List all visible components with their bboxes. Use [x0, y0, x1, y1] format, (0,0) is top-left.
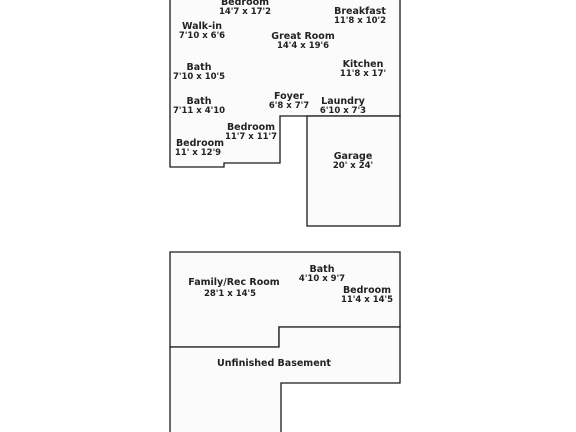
room-label-bedroom-3: Bedroom 11' x 12'9 [175, 138, 224, 158]
room-label-bedroom-primary: Bedroom 14'7 x 17'2 [219, 0, 271, 17]
room-label-family-rec: Family/Rec Room 28'1 x 14'5 [188, 277, 279, 299]
room-label-bedroom-lower: Bedroom 11'4 x 14'5 [341, 285, 393, 305]
room-name: Laundry [321, 96, 365, 107]
room-dimensions: 4'10 x 9'7 [299, 274, 345, 284]
room-name: Bedroom [343, 285, 391, 296]
room-label-bedroom-2: Bedroom 11'7 x 11'7 [225, 122, 277, 142]
room-dimensions: 6'10 x 7'3 [320, 106, 366, 116]
room-name: Breakfast [334, 6, 386, 17]
room-name: Bath [187, 62, 212, 73]
room-label-bath-2: Bath 7'11 x 4'10 [173, 96, 225, 116]
main-floor-outline [169, 0, 401, 168]
room-name: Walk-in [182, 21, 222, 32]
room-dimensions: 28'1 x 14'5 [204, 289, 256, 299]
room-name: Kitchen [343, 59, 384, 70]
room-label-great-room: Great Room 14'4 x 19'6 [271, 31, 335, 51]
room-dimensions: 7'11 x 4'10 [173, 106, 225, 116]
room-dimensions: 11' x 12'9 [175, 148, 221, 158]
room-name: Bedroom [176, 138, 224, 149]
room-label-kitchen: Kitchen 11'8 x 17' [340, 59, 386, 79]
basement-outline [169, 326, 401, 432]
room-name: Great Room [271, 31, 335, 42]
room-name: Foyer [274, 91, 304, 102]
room-dimensions: 14'7 x 17'2 [219, 7, 271, 17]
room-name: Bath [310, 264, 335, 275]
room-label-walk-in: Walk-in 7'10 x 6'6 [179, 21, 225, 41]
room-dimensions: 11'4 x 14'5 [341, 295, 393, 305]
room-label-garage: Garage 20' x 24' [333, 151, 373, 171]
room-name: Bath [187, 96, 212, 107]
room-dimensions: 6'8 x 7'7 [269, 101, 309, 111]
room-dimensions: 14'4 x 19'6 [277, 41, 329, 51]
room-dimensions: 7'10 x 6'6 [179, 31, 225, 41]
room-name: Garage [334, 151, 373, 162]
room-dimensions: 20' x 24' [333, 161, 373, 171]
room-label-unfinished-basement: Unfinished Basement [217, 358, 331, 369]
room-label-bath-1: Bath 7'10 x 10'5 [173, 62, 225, 82]
room-dimensions: 11'8 x 17' [340, 69, 386, 79]
room-name: Bedroom [221, 0, 269, 8]
room-name: Bedroom [227, 122, 275, 133]
room-label-foyer: Foyer 6'8 x 7'7 [269, 91, 309, 111]
garage-outline [306, 115, 401, 227]
room-name: Unfinished Basement [217, 358, 331, 369]
room-dimensions: 11'8 x 10'2 [334, 16, 386, 26]
room-label-bath-lower: Bath 4'10 x 9'7 [299, 264, 345, 284]
room-dimensions: 7'10 x 10'5 [173, 72, 225, 82]
room-dimensions: 11'7 x 11'7 [225, 132, 277, 142]
room-label-breakfast: Breakfast 11'8 x 10'2 [334, 6, 386, 26]
room-label-laundry: Laundry 6'10 x 7'3 [320, 96, 366, 116]
room-name: Family/Rec Room [188, 277, 279, 288]
